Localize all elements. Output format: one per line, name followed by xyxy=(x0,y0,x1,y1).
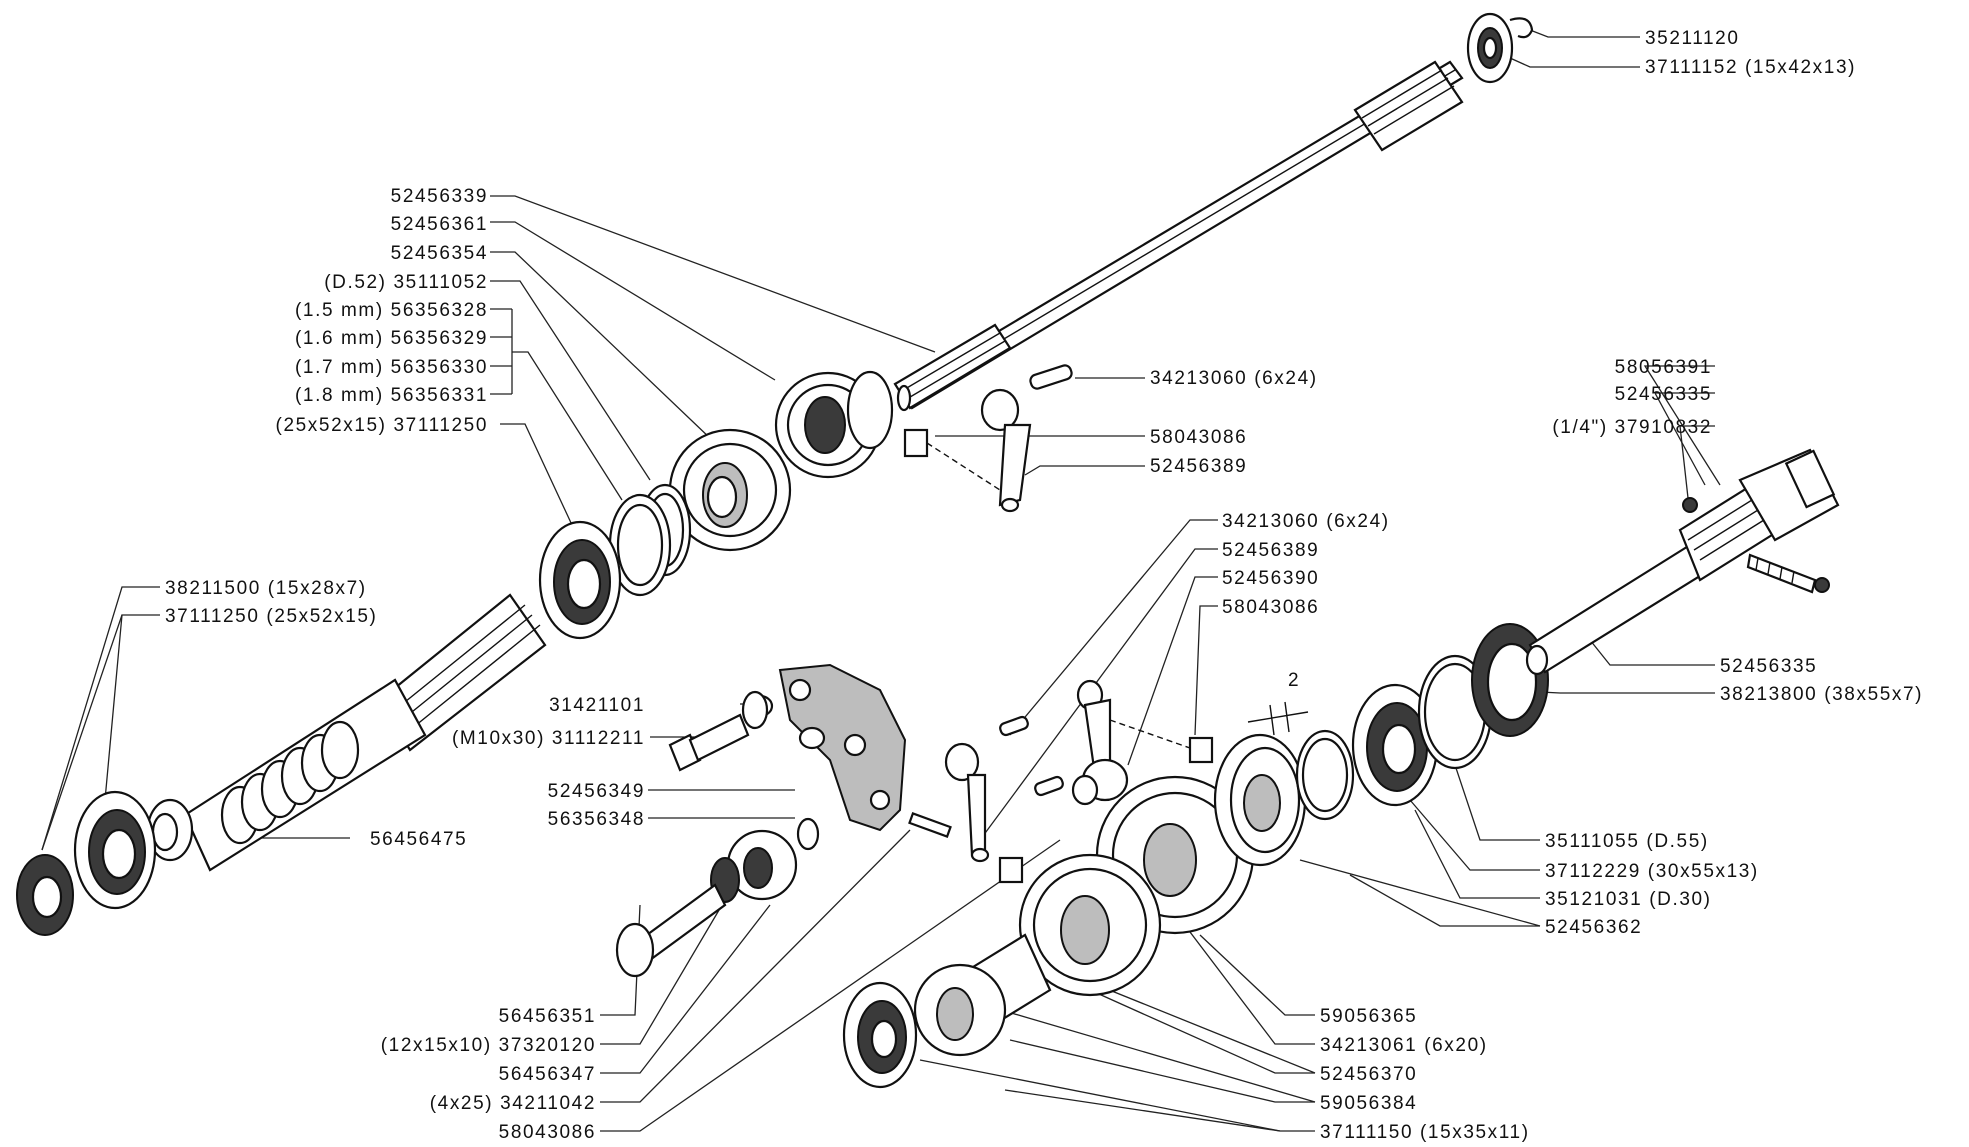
part-label: (1.6 mm) 56356329 xyxy=(295,328,488,349)
part-label: (1/4") 37910832 xyxy=(1552,417,1712,438)
washers xyxy=(741,690,820,851)
part-label: 52456389 xyxy=(1222,540,1319,561)
part-labels: 35211120 37111152 (15x42x13) 52456339 52… xyxy=(165,28,1923,1143)
input-worm-shaft xyxy=(146,593,547,872)
bolt-m10x30 xyxy=(668,713,750,772)
quantity-marker: 2 xyxy=(1247,670,1309,736)
part-label: 52456335 xyxy=(1615,384,1712,405)
part-label: (1.8 mm) 56356331 xyxy=(295,385,488,406)
part-label: 56456351 xyxy=(499,1006,596,1027)
part-label: 52456339 xyxy=(391,186,488,207)
part-label: 52456354 xyxy=(391,243,488,264)
part-label: 34213060 (6x24) xyxy=(1150,368,1318,389)
gear-52456339 xyxy=(774,370,894,479)
gear-52456370 xyxy=(1018,853,1162,997)
part-label: 37111250 (25x52x15) xyxy=(165,606,377,627)
part-label: (4x25) 34211042 xyxy=(430,1093,596,1114)
top-bearing xyxy=(1466,12,1534,84)
part-label: 58043086 xyxy=(1222,597,1319,618)
part-label: 56356348 xyxy=(548,809,645,830)
part-label: (M10x30) 31112211 xyxy=(452,728,645,749)
part-label: (12x15x10) 37320120 xyxy=(381,1035,596,1056)
part-label: 34213061 (6x20) xyxy=(1320,1035,1488,1056)
small-gear-group xyxy=(615,812,952,978)
part-label: 52456362 xyxy=(1545,917,1642,938)
bearing-37111150 xyxy=(842,981,918,1089)
part-label: 58056391 xyxy=(1615,357,1712,378)
output-shaft-right xyxy=(1525,448,1840,676)
part-label: 59056384 xyxy=(1320,1093,1417,1114)
part-label: 59056365 xyxy=(1320,1006,1417,1027)
part-label: (25x52x15) 37111250 xyxy=(276,415,488,436)
part-label: 38213800 (38x55x7) xyxy=(1720,684,1923,705)
part-label: 52456390 xyxy=(1222,568,1319,589)
part-label: (D.52) 35111052 xyxy=(324,272,488,293)
part-label: 52456389 xyxy=(1150,456,1247,477)
bearing-38211500 xyxy=(16,854,74,936)
part-label: 56456347 xyxy=(499,1064,596,1085)
hub-52456362 xyxy=(1213,733,1307,867)
circlip-and-shim xyxy=(608,483,692,597)
part-label: 58043086 xyxy=(499,1122,596,1143)
part-label: 52456349 xyxy=(548,781,645,802)
part-label: 37112229 (30x55x13) xyxy=(1545,861,1759,882)
part-label: 35211120 xyxy=(1645,28,1740,49)
part-label: 58043086 xyxy=(1150,427,1247,448)
part-label: 37111152 (15x42x13) xyxy=(1645,57,1856,78)
gear-52456361 xyxy=(668,428,792,552)
circlip-d30 xyxy=(1295,729,1355,821)
part-label: (1.5 mm) 56356328 xyxy=(295,300,488,321)
part-label: 37111150 (15x35x11) xyxy=(1320,1122,1530,1143)
gear-59056384 xyxy=(913,933,1052,1057)
bearing-37111250-upper xyxy=(538,520,622,640)
part-label: 31421101 xyxy=(549,695,645,716)
part-label: 35111055 (D.55) xyxy=(1545,831,1709,852)
part-label: (1.7 mm) 56356330 xyxy=(295,357,488,378)
part-label: 52456361 xyxy=(391,214,488,235)
bearing-37111250-left xyxy=(73,790,157,910)
quantity-marker-text: 2 xyxy=(1288,670,1300,691)
upper-main-shaft xyxy=(893,60,1464,412)
part-label: 35121031 (D.30) xyxy=(1545,889,1712,910)
part-label: 52456370 xyxy=(1320,1064,1417,1085)
part-label: 52456335 xyxy=(1720,656,1817,677)
part-label: 38211500 (15x28x7) xyxy=(165,578,367,599)
part-label: 56456475 xyxy=(370,829,467,850)
bracket-plate xyxy=(746,663,907,832)
shift-fork-upper xyxy=(903,364,1073,513)
shift-fork-lower xyxy=(944,715,1029,884)
part-label: 34213060 (6x24) xyxy=(1222,511,1390,532)
shift-fork-right xyxy=(1034,679,1214,806)
